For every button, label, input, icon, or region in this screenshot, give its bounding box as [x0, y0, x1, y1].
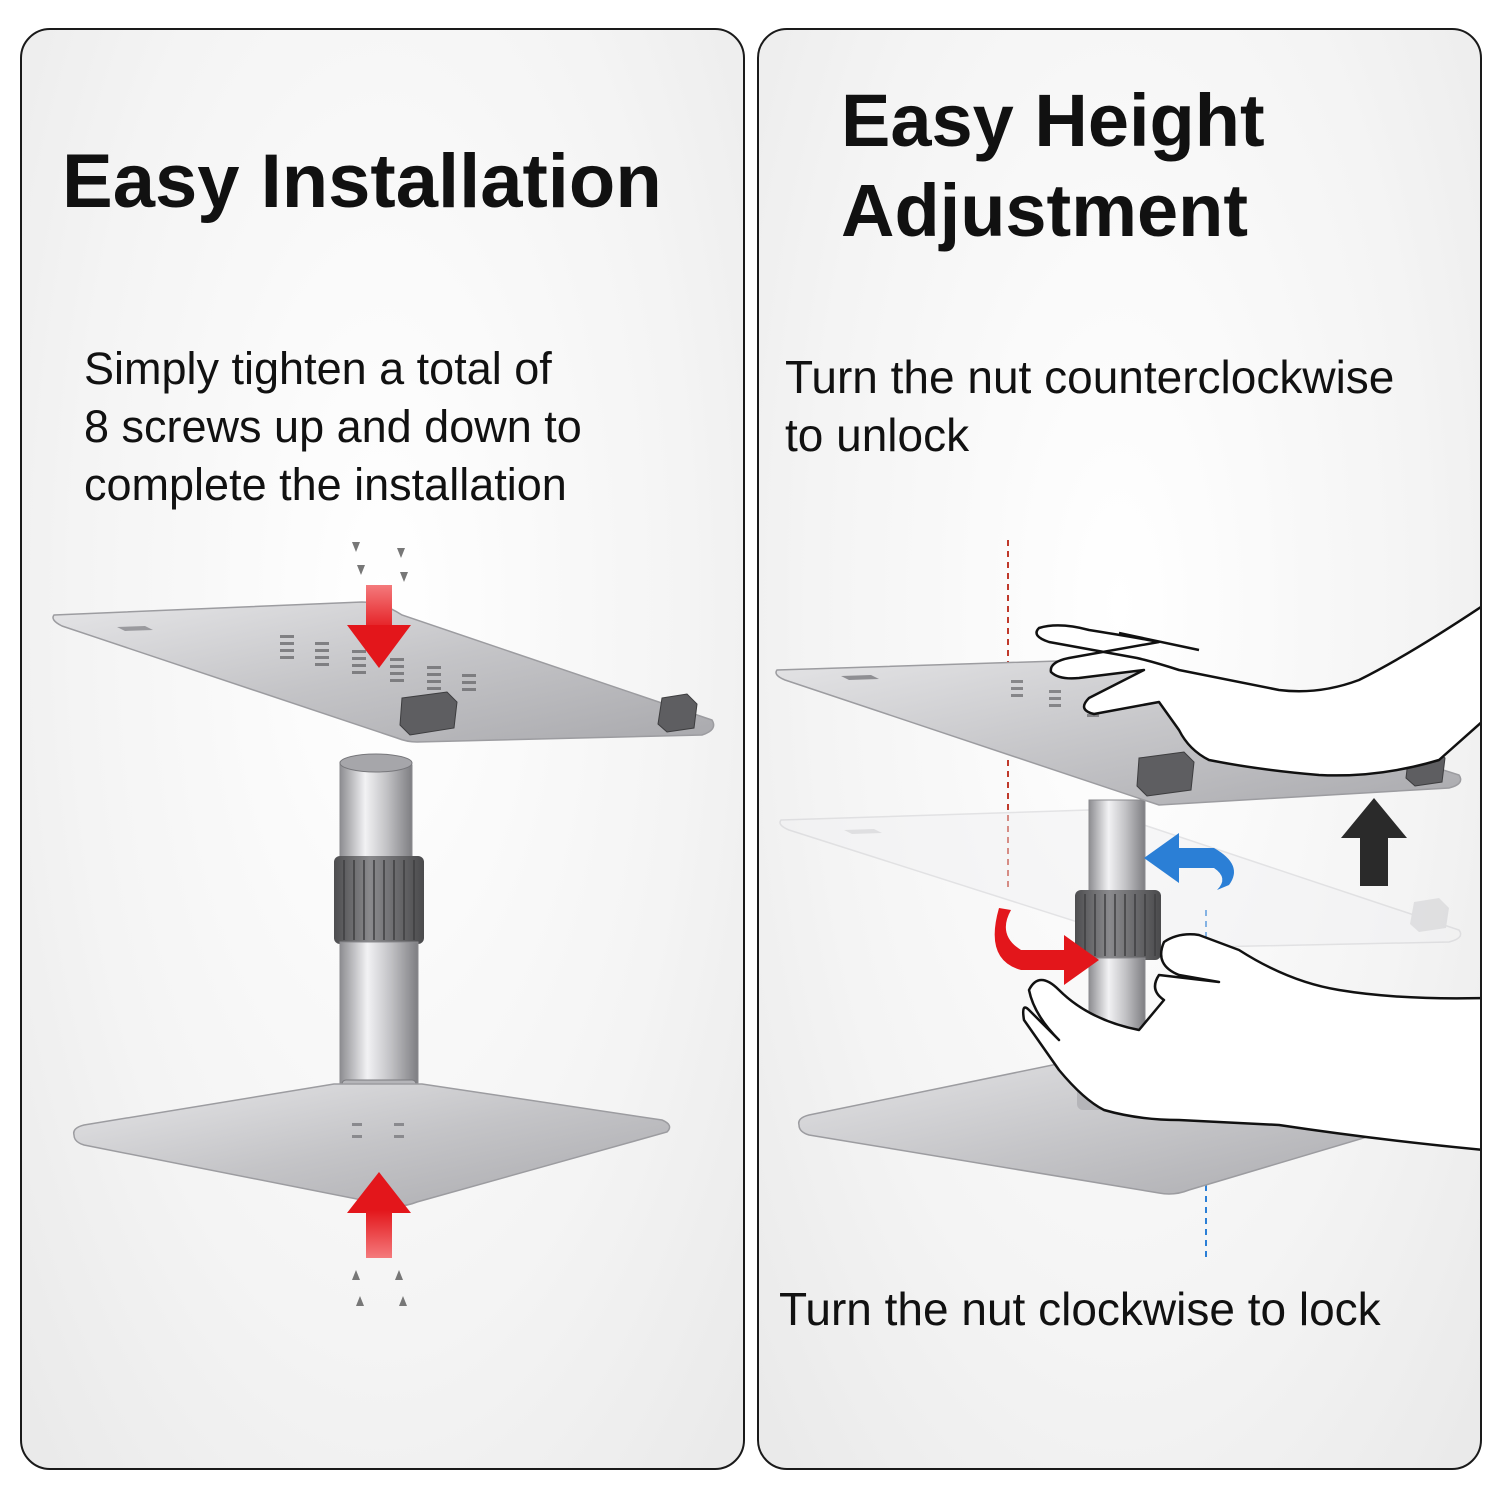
raise-arrow-icon: [1341, 798, 1407, 886]
installation-panel: Easy Installation Simply tighten a total…: [20, 28, 745, 1470]
bottom-screws: [352, 1270, 407, 1306]
top-platform: [52, 601, 715, 743]
height-adjust-illustration: [775, 540, 1480, 1260]
base-platform: [72, 1083, 671, 1207]
lock-instruction: Turn the nut clockwise to lock: [779, 1283, 1381, 1335]
down-arrow-icon: [347, 585, 411, 668]
height-adjustment-title: Easy Height Adjustment: [841, 79, 1265, 252]
upper-hand-outline: [1035, 606, 1480, 777]
up-arrow-icon: [347, 1172, 411, 1258]
exploded-stand-illustration: [52, 542, 715, 1306]
height-adjustment-panel: Easy Height Adjustment Turn the nut coun…: [757, 28, 1482, 1470]
top-screws: [352, 542, 408, 582]
installation-description: Simply tighten a total of 8 screws up an…: [84, 343, 582, 510]
clockwise-arrow-icon: [994, 908, 1099, 985]
telescopic-pole: [334, 753, 424, 1103]
unlock-instruction: Turn the nut counterclockwise to unlock: [785, 351, 1395, 461]
lower-hand-outline: [1021, 933, 1480, 1151]
installation-title: Easy Installation: [62, 139, 662, 224]
counterclockwise-arrow-icon: [1144, 833, 1234, 890]
